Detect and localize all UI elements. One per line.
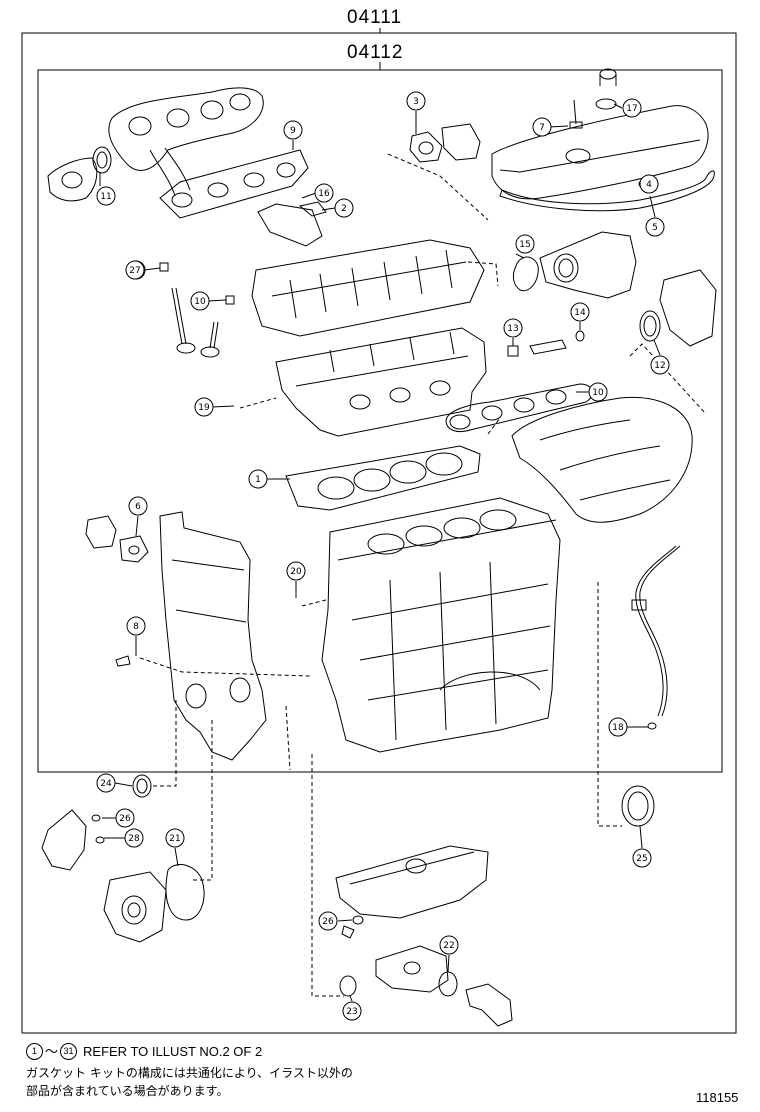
callout-28-label: 28 bbox=[128, 834, 140, 844]
callout-leaders bbox=[99, 103, 661, 1002]
water-outlet-drawing bbox=[409, 123, 481, 163]
callout-9-label: 9 bbox=[290, 126, 296, 136]
callout-13-label: 13 bbox=[507, 324, 518, 334]
callout-19-circle bbox=[194, 397, 214, 417]
callout-24-circle bbox=[96, 773, 116, 793]
water-pump-drawing bbox=[41, 809, 205, 943]
callout-18-label: 18 bbox=[612, 723, 624, 733]
cylinder-head-gasket-drawing bbox=[285, 445, 481, 511]
callout-10-label: 10 bbox=[194, 297, 206, 307]
oil-seals-drawing bbox=[132, 774, 655, 827]
callout-19-label: 19 bbox=[198, 403, 210, 413]
callout-25-label: 25 bbox=[636, 854, 647, 864]
callout-16-label: 16 bbox=[318, 189, 330, 199]
callout-5-circle bbox=[645, 217, 665, 237]
legend-refer-text: REFER TO ILLUST NO.2 OF 2 bbox=[83, 1044, 263, 1059]
callout-28-circle bbox=[124, 828, 144, 848]
callout-26-circle bbox=[115, 808, 135, 828]
callout-14-circle bbox=[570, 302, 590, 322]
callout-3-circle bbox=[406, 91, 426, 111]
callout-1-label: 1 bbox=[255, 475, 261, 485]
legend-separator: ～ bbox=[45, 1044, 59, 1059]
callout-8-label: 8 bbox=[133, 622, 139, 632]
leader-lines bbox=[139, 153, 707, 997]
callout-23-label: 23 bbox=[346, 1007, 357, 1017]
callout-21-label: 21 bbox=[169, 834, 180, 844]
callout-24-label: 24 bbox=[100, 779, 112, 789]
callout-21-circle bbox=[165, 828, 185, 848]
legend-start-circle: 1 bbox=[26, 1043, 43, 1060]
callout-3-label: 3 bbox=[413, 97, 419, 107]
callout-20-label: 20 bbox=[290, 567, 302, 577]
callout-26-label: 26 bbox=[119, 814, 131, 824]
callout-12-circle bbox=[650, 355, 670, 375]
callout-11-label: 11 bbox=[100, 192, 111, 202]
callout-26-label: 26 bbox=[322, 917, 334, 927]
callout-20-circle bbox=[286, 561, 306, 581]
cylinder-head-drawing bbox=[275, 327, 487, 437]
callout-22-label: 22 bbox=[443, 941, 454, 951]
callout-22-circle bbox=[439, 935, 459, 955]
callout-4-label: 4 bbox=[646, 180, 652, 190]
callout-7-label: 7 bbox=[539, 123, 545, 133]
callout-16-circle bbox=[314, 183, 334, 203]
outer-kit-number: 04111 bbox=[347, 7, 403, 28]
figure-number: 118155 bbox=[696, 1090, 739, 1105]
callout-10-circle bbox=[588, 382, 608, 402]
intake-manifold-drawing bbox=[445, 383, 693, 523]
callout-6-circle bbox=[128, 496, 148, 516]
exhaust-manifold-drawing bbox=[47, 87, 264, 202]
callout-2-label: 2 bbox=[341, 204, 347, 214]
callout-group: 1234567891010111213141516171818192021222… bbox=[96, 91, 670, 1021]
throttle-body-drawing bbox=[512, 231, 717, 347]
callout-15-label: 15 bbox=[519, 240, 530, 250]
callout-7-circle bbox=[532, 117, 552, 137]
oil-pan-drawing bbox=[335, 845, 489, 939]
callout-27-circle bbox=[125, 260, 145, 280]
kit-04112-frame bbox=[37, 69, 723, 773]
japanese-note-line-1: ガスケット キットの構成には共通化により、イラスト以外の bbox=[26, 1066, 353, 1080]
callout-13-circle bbox=[503, 318, 523, 338]
callout-11-circle bbox=[96, 186, 116, 206]
callout-17-circle bbox=[622, 98, 642, 118]
callout-2-circle bbox=[334, 198, 354, 218]
exhaust-manifold-gasket-drawing bbox=[159, 149, 327, 247]
camshaft-housing-drawing bbox=[251, 239, 485, 337]
callout-27-label: 27 bbox=[129, 266, 140, 276]
callout-17-label: 17 bbox=[626, 104, 637, 114]
callout-6-label: 6 bbox=[135, 502, 141, 512]
fuel-injector-drawing bbox=[507, 330, 585, 357]
oil-level-gauge-drawing bbox=[631, 545, 681, 730]
inner-kit-number: 04112 bbox=[347, 42, 404, 63]
callout-4-circle bbox=[639, 174, 659, 194]
valves-drawing bbox=[159, 262, 235, 358]
cylinder-head-cover-drawing bbox=[491, 68, 715, 212]
callout-12-label: 12 bbox=[654, 361, 665, 371]
callout-1-circle bbox=[248, 469, 268, 489]
japanese-note-line-2: 部品が含まれている場合があります。 bbox=[26, 1084, 229, 1098]
callout-5-label: 5 bbox=[652, 223, 658, 233]
callout-14-label: 14 bbox=[574, 308, 586, 318]
callout-9-circle bbox=[283, 120, 303, 140]
callout-10-circle bbox=[190, 291, 210, 311]
callout-15-circle bbox=[515, 234, 535, 254]
callout-23-circle bbox=[342, 1001, 362, 1021]
water-inlet-drawing bbox=[339, 945, 513, 1027]
callout-25-circle bbox=[632, 848, 652, 868]
callout-26-circle bbox=[318, 911, 338, 931]
timing-chain-cover-drawing bbox=[85, 511, 267, 761]
callout-8-circle bbox=[126, 616, 146, 636]
cylinder-block-drawing bbox=[321, 497, 561, 753]
legend-end-circle: 31 bbox=[60, 1043, 78, 1060]
callout-18-circle bbox=[608, 717, 628, 737]
legend-row: 1 ～ 31 REFER TO ILLUST NO.2 OF 2 bbox=[26, 1043, 262, 1060]
kit-04111-frame bbox=[21, 32, 737, 1034]
callout-10-label: 10 bbox=[592, 388, 604, 398]
